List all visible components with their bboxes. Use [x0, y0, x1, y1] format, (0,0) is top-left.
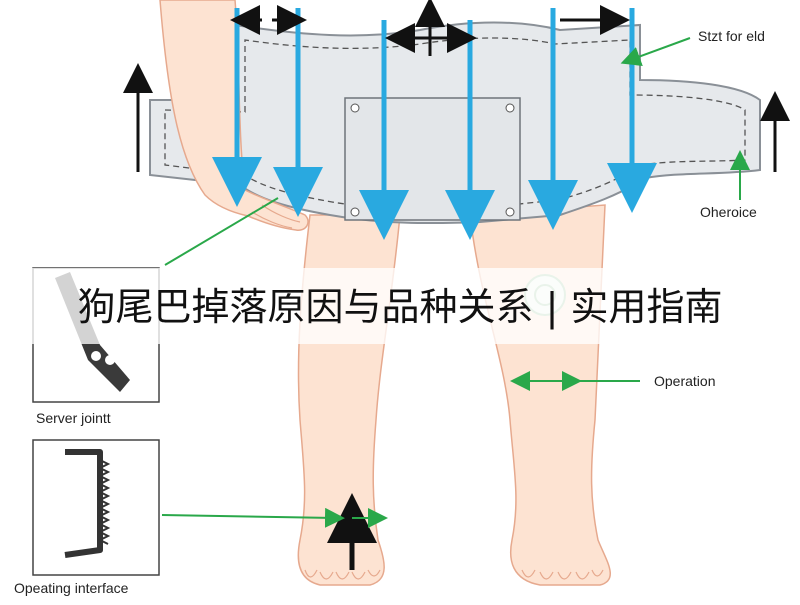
panel2-caption: Opeating interface: [14, 580, 129, 596]
black-direction-arrows: [123, 0, 790, 570]
green-leader-lines: [161, 37, 750, 528]
title-banner: [0, 268, 800, 344]
label-operation: Operation: [654, 373, 716, 389]
left-toes: [304, 569, 381, 580]
right-leg: [469, 204, 611, 586]
right-toes: [521, 569, 604, 580]
label-top-right: Stzt for eld: [698, 28, 765, 44]
label-right-mid: Oheroice: [700, 204, 757, 220]
operating-interface-illustration: [32, 439, 160, 576]
panel1-caption: Server jointt: [36, 410, 111, 426]
blue-force-arrows: [212, 8, 657, 240]
banner-title: 狗尾巴掉落原因与品种关系 | 实用指南: [77, 285, 723, 329]
